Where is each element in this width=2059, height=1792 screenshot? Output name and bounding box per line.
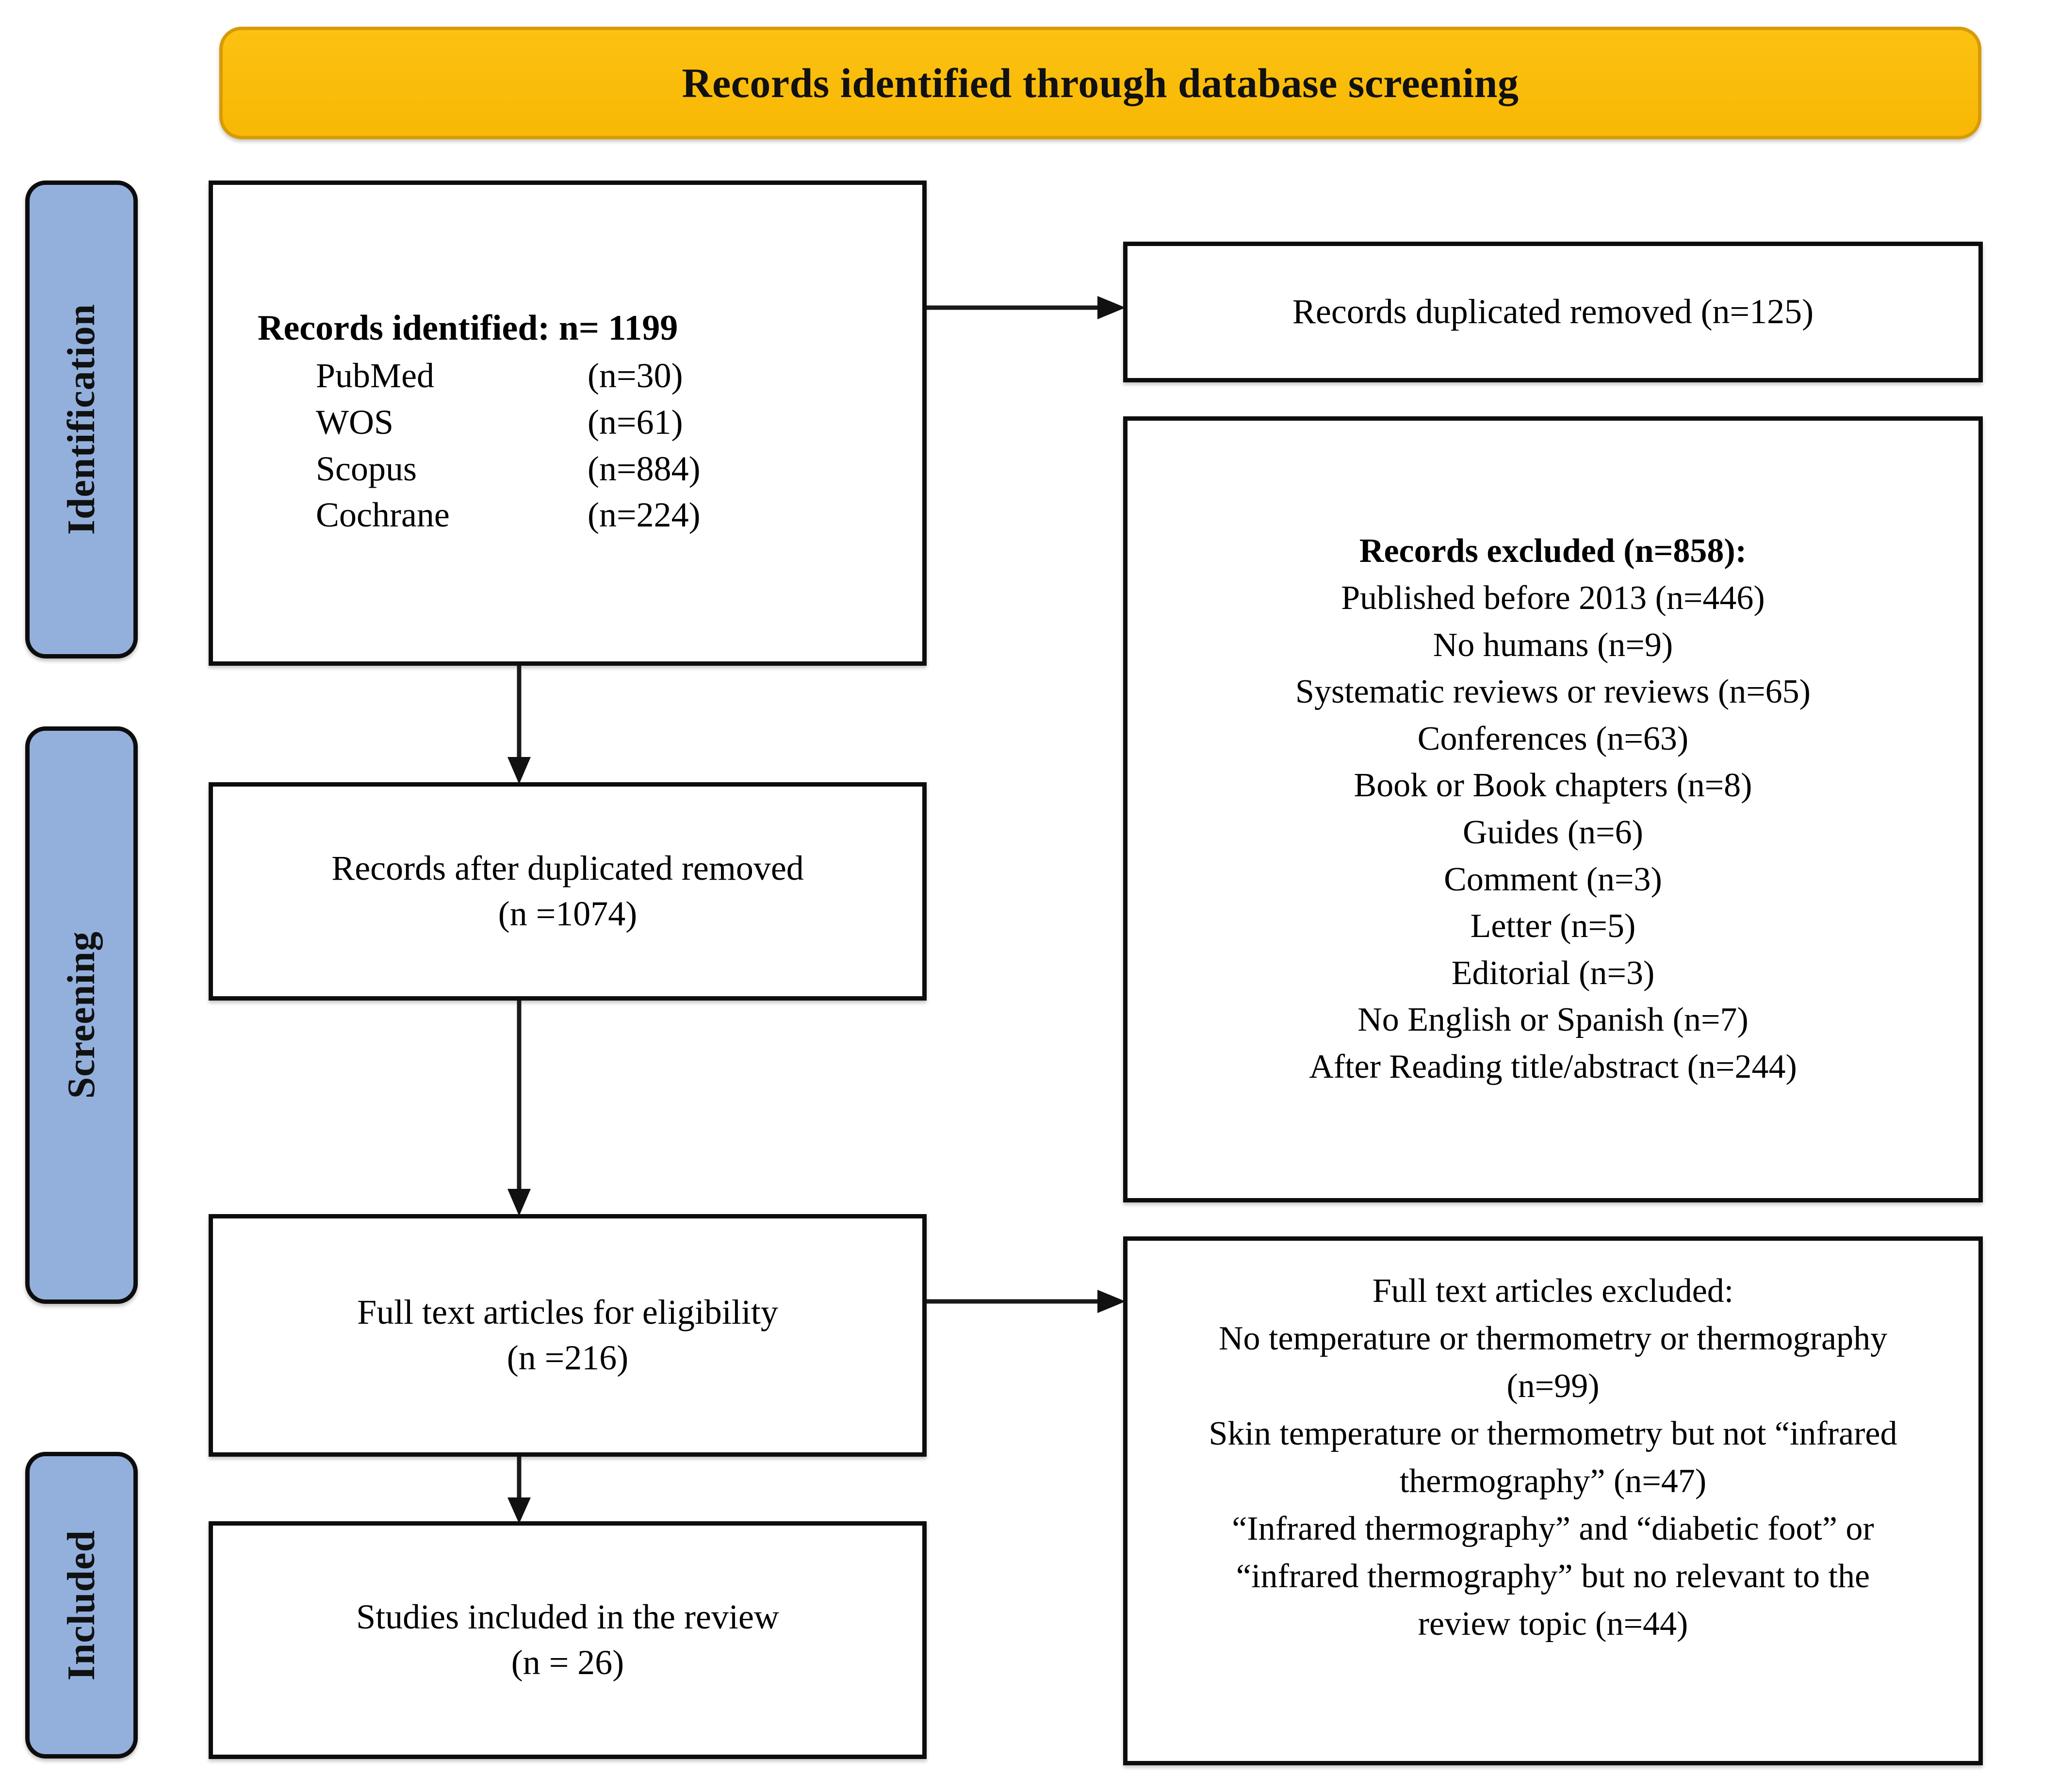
exclusion-reason-no-english-or-spanish: No English or Spanish (n=7)	[1357, 1001, 1749, 1039]
exclusion-reason-no-humans: No humans (n=9)	[1433, 626, 1673, 664]
duplicates-removed-text: Records duplicated removed (n=125)	[1292, 292, 1814, 331]
arrow-eligibility-to-fulltext-excluded	[927, 1287, 1130, 1316]
database-name: PubMed	[316, 356, 435, 395]
database-name: Cochrane	[316, 495, 450, 535]
arrow-eligibility-to-studies-included	[505, 1457, 534, 1525]
box-records-after-duplicates-removed: Records after duplicated removed (n =107…	[209, 782, 927, 1001]
database-count: (n=30)	[588, 356, 683, 395]
stage-label-identification: Identification	[60, 304, 103, 535]
box-duplicates-removed: Records duplicated removed (n=125)	[1123, 242, 1983, 382]
stage-pill-identification: Identification	[25, 181, 138, 658]
stage-pill-screening: Screening	[25, 726, 138, 1304]
exclusion-reason-comment: Comment (n=3)	[1444, 860, 1662, 898]
exclusion-reason-conferences: Conferences (n=63)	[1417, 720, 1689, 757]
database-row-wos: WOS (n=61)	[258, 399, 791, 446]
records-identified-heading: Records identified: n= 1199	[258, 308, 678, 348]
stage-pill-included: Included	[25, 1452, 138, 1759]
fulltext-exclusion-reason-not-relevant-count: review topic (n=44)	[1418, 1605, 1688, 1643]
stage-label-included: Included	[60, 1529, 103, 1681]
arrow-after-duplicates-to-eligibility	[505, 1001, 534, 1217]
fulltext-eligibility-count: (n =216)	[507, 1338, 629, 1377]
studies-included-title: Studies included in the review	[356, 1597, 779, 1637]
exclusion-reason-guides: Guides (n=6)	[1463, 814, 1643, 851]
fulltext-exclusion-reason-diabetic-foot: “Infrared thermography” and “diabetic fo…	[1232, 1510, 1874, 1547]
box-fulltext-articles-for-eligibility: Full text articles for eligibility (n =2…	[209, 1214, 927, 1457]
exclusion-reason-editorial: Editorial (n=3)	[1451, 954, 1655, 992]
arrow-identified-to-after-duplicates	[505, 666, 534, 785]
fulltext-exclusion-reason-skin-temperature-cont: thermography” (n=47)	[1399, 1463, 1707, 1500]
records-excluded-heading: Records excluded (n=858):	[1359, 532, 1747, 570]
box-studies-included-in-review: Studies included in the review (n = 26)	[209, 1521, 927, 1759]
records-after-duplicates-title: Records after duplicated removed	[331, 849, 804, 888]
stage-label-screening: Screening	[60, 931, 103, 1099]
fulltext-excluded-heading: Full text articles excluded:	[1372, 1272, 1734, 1310]
exclusion-reason-book-chapters: Book or Book chapters (n=8)	[1354, 767, 1752, 805]
box-records-excluded: Records excluded (n=858): Published befo…	[1123, 416, 1983, 1202]
studies-included-count: (n = 26)	[511, 1643, 624, 1682]
fulltext-exclusion-reason-skin-temperature: Skin temperature or thermometry but not …	[1209, 1415, 1897, 1452]
records-after-duplicates-count: (n =1074)	[498, 894, 637, 933]
box-records-identified: Records identified: n= 1199 PubMed (n=30…	[209, 181, 927, 666]
database-row-cochrane: Cochrane (n=224)	[258, 492, 791, 539]
database-row-scopus: Scopus (n=884)	[258, 446, 791, 493]
database-count: (n=61)	[588, 402, 683, 442]
fulltext-eligibility-title: Full text articles for eligibility	[357, 1293, 778, 1332]
database-name: Scopus	[316, 449, 417, 488]
exclusion-reason-letter: Letter (n=5)	[1470, 907, 1636, 945]
database-count: (n=884)	[588, 449, 701, 488]
database-count: (n=224)	[588, 495, 701, 535]
database-name: WOS	[316, 402, 393, 442]
fulltext-exclusion-reason-not-relevant: “infrared thermography” but no relevant …	[1236, 1558, 1870, 1595]
fulltext-exclusion-reason-no-temperature-count: (n=99)	[1506, 1367, 1600, 1405]
exclusion-reason-systematic-reviews: Systematic reviews or reviews (n=65)	[1295, 673, 1811, 711]
fulltext-exclusion-reason-no-temperature: No temperature or thermometry or thermog…	[1218, 1320, 1888, 1357]
box-fulltext-articles-excluded: Full text articles excluded: No temperat…	[1123, 1236, 1983, 1765]
exclusion-reason-published-before-2013: Published before 2013 (n=446)	[1341, 579, 1765, 617]
diagram-header-banner: Records identified through database scre…	[219, 27, 1981, 139]
arrow-identified-to-duplicates	[927, 293, 1130, 322]
page-title: Records identified through database scre…	[682, 59, 1519, 106]
database-row-pubmed: PubMed (n=30)	[258, 353, 791, 399]
exclusion-reason-after-reading-title-abstract: After Reading title/abstract (n=244)	[1309, 1048, 1797, 1085]
